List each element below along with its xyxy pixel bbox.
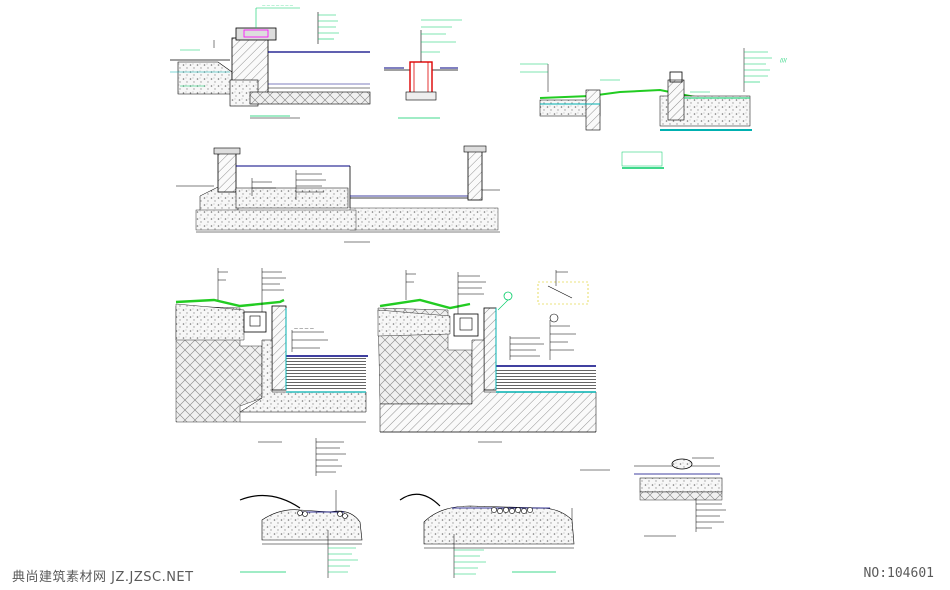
detail-pool-edge-right	[377, 270, 597, 443]
detail-pebble-shore-left	[239, 490, 363, 578]
detail-edge-section-right: ////	[520, 48, 787, 169]
detail-column	[384, 19, 462, 119]
detail-pebble-shore-middle	[399, 493, 575, 578]
watermark-site: 典尚建筑素材网 JZ.JZSC.NET	[12, 570, 194, 585]
detail-pool-edge-left: — — — —	[175, 268, 368, 476]
detail-pool-long-section	[176, 145, 500, 243]
detail-wall-section-top: — — — — — — —	[170, 3, 371, 119]
svg-text:— — — — — — —: — — — — — — —	[262, 3, 294, 7]
svg-text:— — — —: — — — —	[294, 326, 314, 331]
svg-text:////: ////	[780, 58, 787, 64]
watermark-serial: NO:104601	[863, 566, 934, 581]
detail-small-edge-right	[580, 457, 726, 537]
